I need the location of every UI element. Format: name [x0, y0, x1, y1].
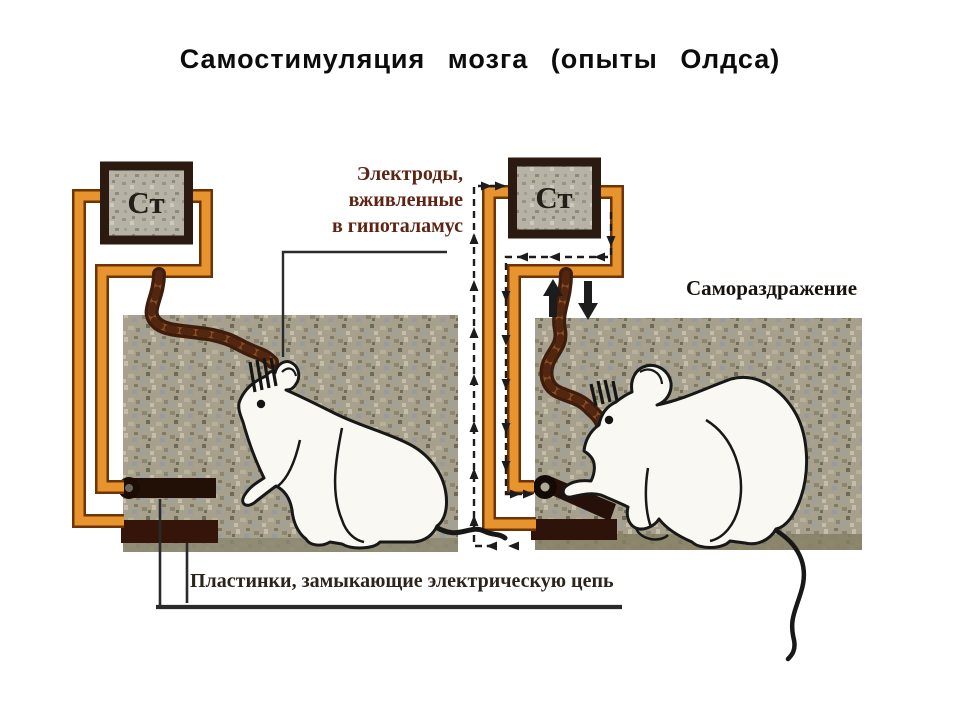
- rat-right-eye: [604, 415, 614, 425]
- rat-left-haunch-line: [333, 427, 365, 544]
- electrodes-label-line1: Электроды,: [356, 163, 463, 185]
- stimulator-label-right: Ст: [535, 180, 573, 215]
- rat-right-ear-inner: [639, 368, 664, 385]
- rat-right: [561, 363, 809, 662]
- rat-left-tail: [433, 524, 508, 541]
- rat-left-electrode-connector: [248, 357, 278, 393]
- rat-right-haunch-line: [705, 418, 743, 543]
- rat-left-ear-inner: [281, 367, 298, 377]
- right-wire-outer: [484, 187, 536, 529]
- stimulus-down-arrow: [578, 281, 598, 320]
- electrodes-pointer-line: [281, 250, 447, 357]
- electrodes-label: Электроды, вживленные в гипоталамус: [295, 161, 463, 239]
- slide-title: Самостимуляция мозга (опыты Олдса): [179, 44, 781, 74]
- rat-right-electrode-connector: [589, 379, 619, 407]
- signal-up-arrow: [543, 279, 563, 317]
- electrodes-label-line3: в гипоталамус: [331, 215, 463, 237]
- upper-plate: [126, 478, 216, 498]
- stimulator-label-left: Ст: [127, 185, 165, 220]
- lever-base: [531, 519, 617, 540]
- rat-left: [237, 357, 508, 550]
- lower-plate: [121, 520, 218, 543]
- rat-right-tail: [774, 528, 807, 662]
- self-stimulation-label: Самораздражение: [686, 276, 858, 300]
- pointer-lines: [156, 250, 622, 610]
- plates-label: Пластинки, замыкающие электрическую цепь: [190, 570, 614, 592]
- rat-left-body: [237, 360, 448, 550]
- electrodes-label-line2: вживленные: [348, 189, 463, 211]
- electrode-cables: [144, 267, 608, 429]
- rat-right-body: [561, 363, 809, 549]
- contact-plates: [118, 477, 218, 543]
- stimulator-box-left: [100, 161, 193, 245]
- rat-left-eye: [256, 399, 266, 409]
- left-wire-outer: [74, 191, 124, 526]
- stimulator-box-right: [508, 157, 601, 239]
